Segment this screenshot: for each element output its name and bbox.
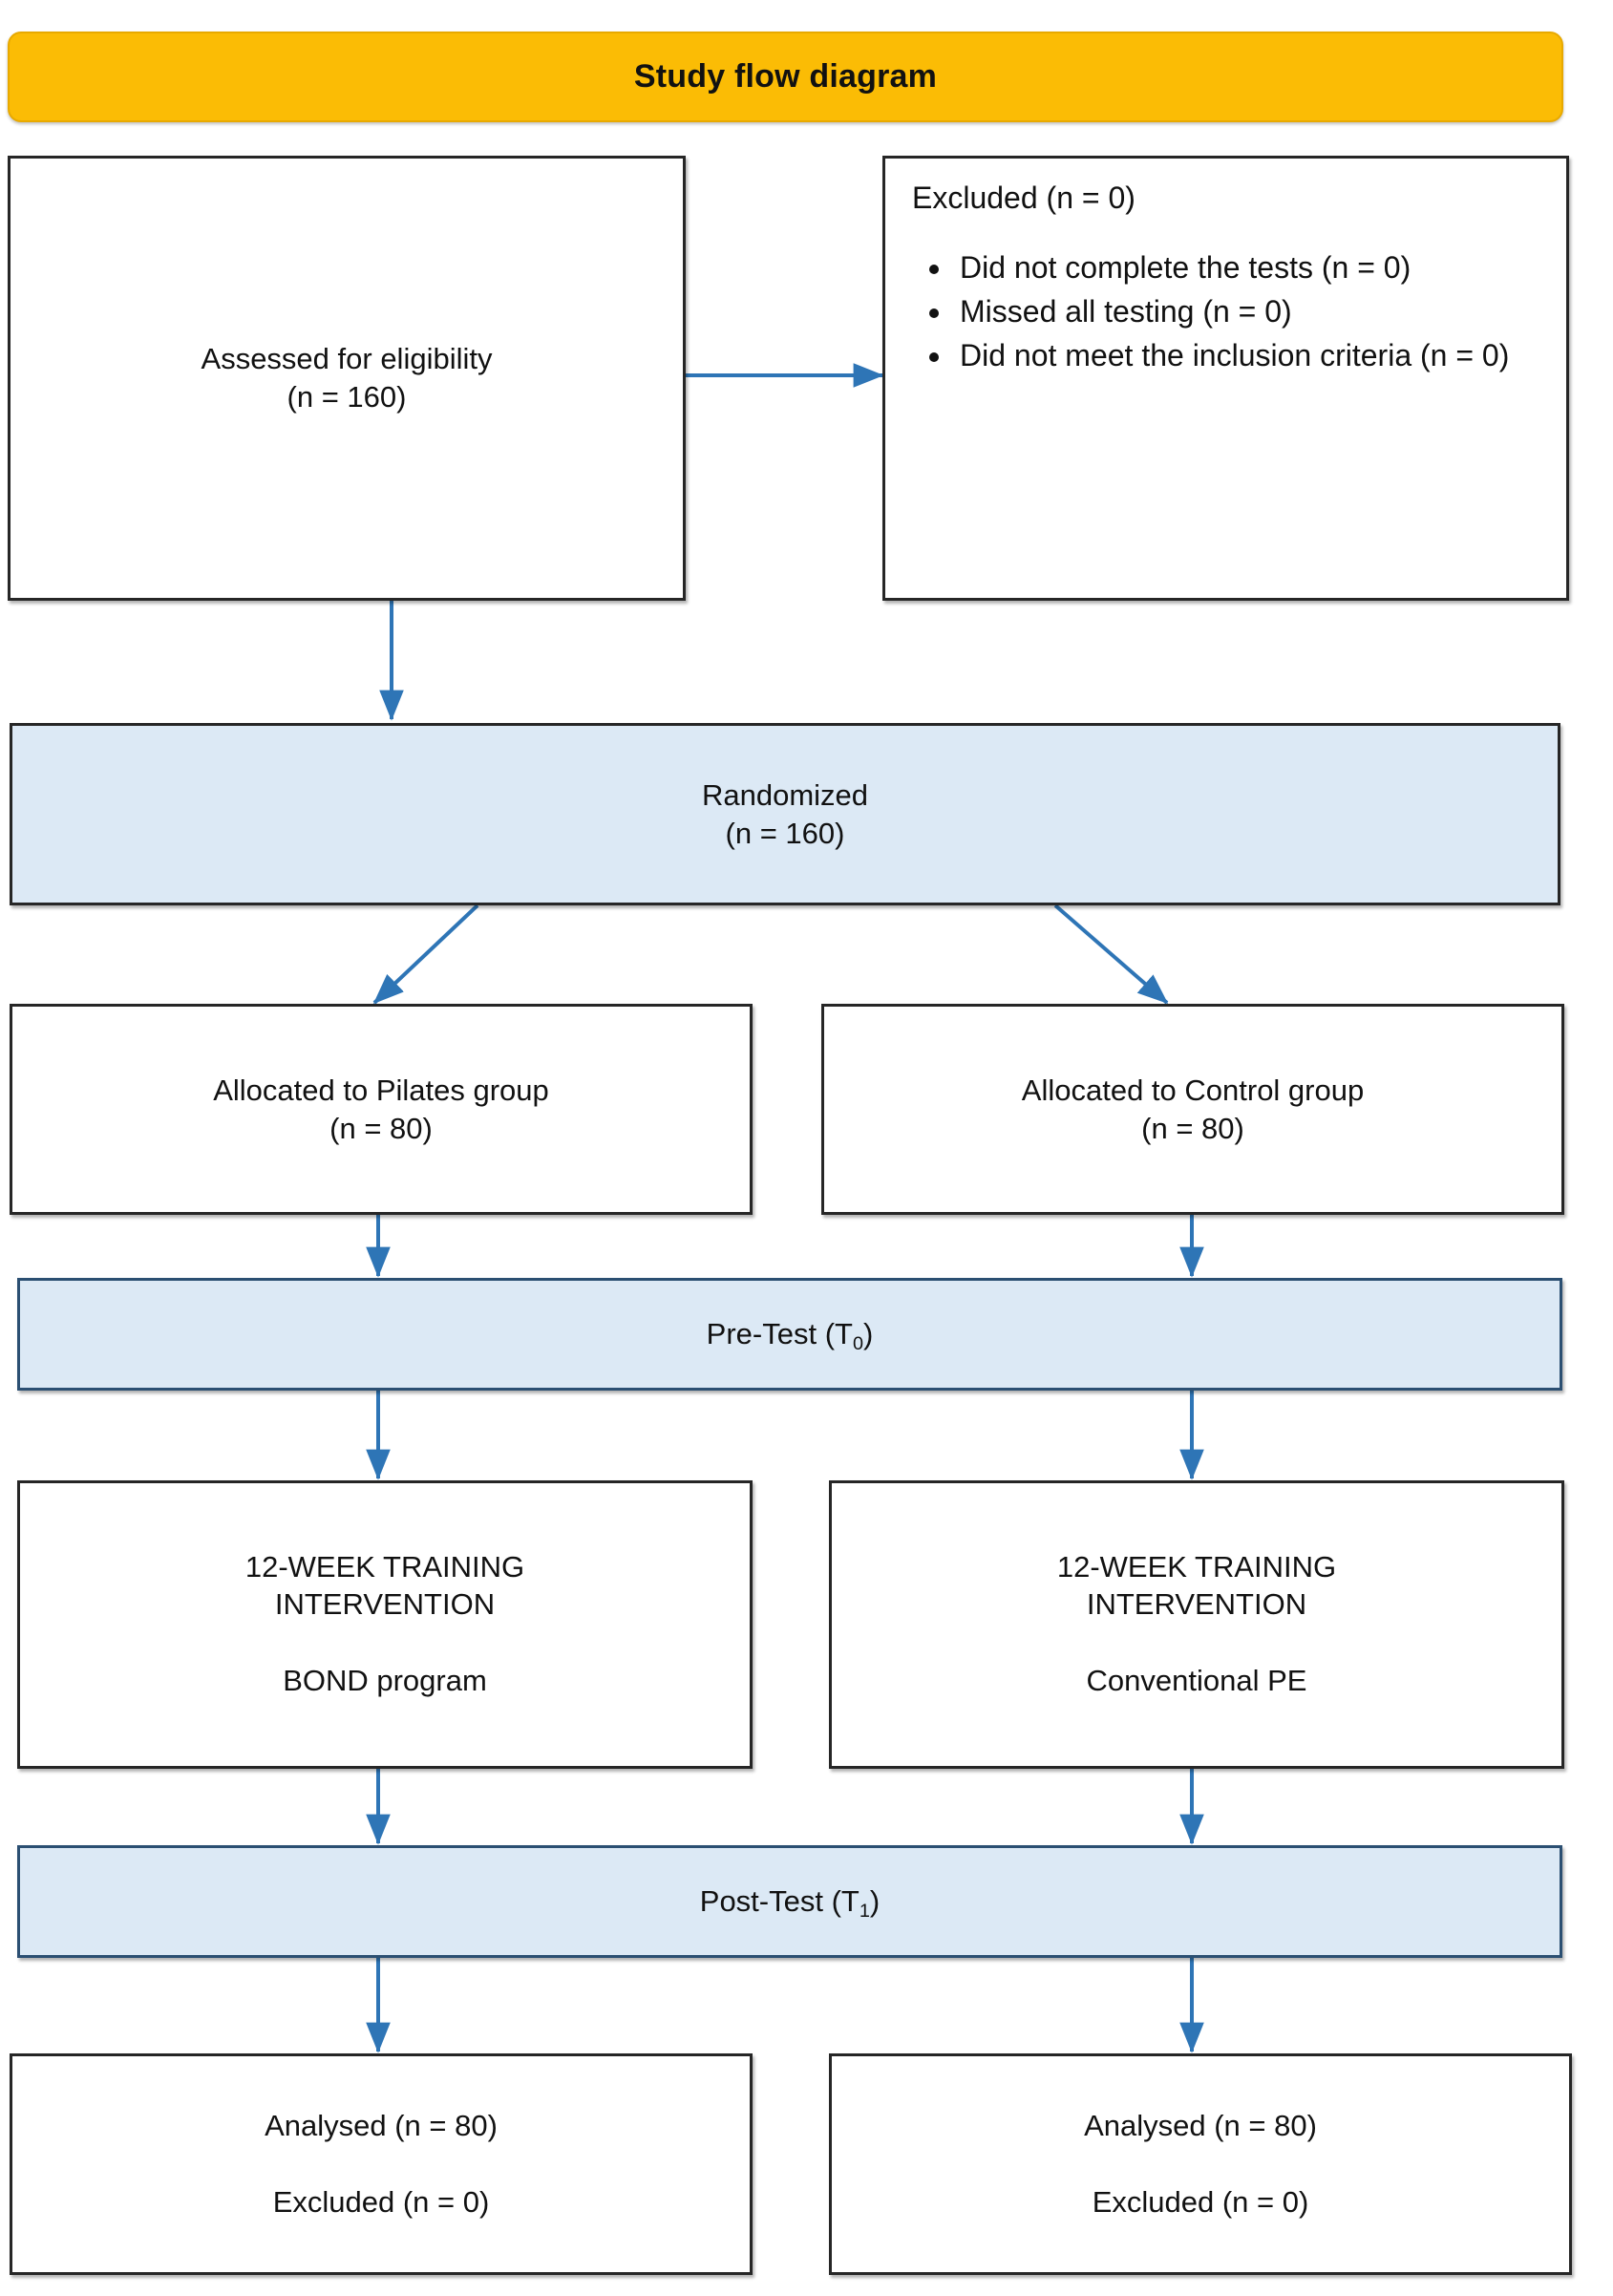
node-allocated-pilates: Allocated to Pilates group (n = 80)	[10, 1004, 753, 1215]
analysed-control-line-2: Excluded (n = 0)	[1092, 2185, 1309, 2219]
node-post-test: Post-Test (T1)	[17, 1845, 1562, 1958]
excluded-bullet-list: Did not complete the tests (n = 0) Misse…	[912, 248, 1509, 379]
alloc-pilates-line-1: Allocated to Pilates group	[213, 1073, 549, 1107]
intervention-pilates-line-1: 12-WEEK TRAINING	[244, 1550, 525, 1584]
post-test-close: )	[869, 1884, 881, 1919]
alloc-control-line-2: (n = 80)	[1141, 1111, 1244, 1145]
intervention-control-line-3: Conventional PE	[1086, 1663, 1307, 1697]
post-test-text: Post-Test (T	[699, 1884, 860, 1919]
eligibility-line-1: Assessed for eligibility	[201, 342, 493, 376]
pre-test-label: Pre-Test (T0)	[706, 1315, 874, 1355]
node-intervention-pilates: 12-WEEK TRAINING INTERVENTION BOND progr…	[17, 1480, 753, 1769]
intervention-pilates-line-3: BOND program	[283, 1663, 487, 1697]
node-pre-test: Pre-Test (T0)	[17, 1278, 1562, 1391]
node-analysed-pilates: Analysed (n = 80) Excluded (n = 0)	[10, 2053, 753, 2275]
randomized-line-1: Randomized	[701, 777, 869, 812]
post-test-label: Post-Test (T1)	[699, 1882, 881, 1923]
intervention-control-line-2: INTERVENTION	[1086, 1587, 1307, 1622]
randomized-line-2: (n = 160)	[725, 816, 845, 850]
node-randomized: Randomized (n = 160)	[10, 723, 1560, 905]
node-analysed-control: Analysed (n = 80) Excluded (n = 0)	[829, 2053, 1572, 2275]
intervention-control-line-1: 12-WEEK TRAINING	[1056, 1550, 1337, 1584]
excluded-heading: Excluded (n = 0)	[912, 181, 1135, 215]
analysed-pilates-line-2: Excluded (n = 0)	[272, 2185, 490, 2219]
arrow-randomized-to-pilates	[372, 904, 479, 1005]
alloc-control-line-1: Allocated to Control group	[1021, 1073, 1365, 1107]
node-excluded: Excluded (n = 0) Did not complete the te…	[882, 156, 1569, 601]
list-item: Did not complete the tests (n = 0)	[954, 248, 1509, 288]
page-title: Study flow diagram	[633, 58, 938, 95]
post-test-subscript: 1	[859, 1901, 870, 1923]
diagram-title-banner: Study flow diagram	[8, 32, 1563, 122]
analysed-control-line-1: Analysed (n = 80)	[1084, 2109, 1317, 2143]
node-assessed-for-eligibility: Assessed for eligibility (n = 160)	[8, 156, 686, 601]
pre-test-text: Pre-Test (T	[706, 1317, 853, 1351]
pre-test-subscript: 0	[852, 1333, 863, 1355]
analysed-pilates-line-1: Analysed (n = 80)	[265, 2109, 498, 2143]
pre-test-close: )	[863, 1317, 874, 1351]
list-item: Did not meet the inclusion criteria (n =…	[954, 336, 1509, 376]
list-item: Missed all testing (n = 0)	[954, 292, 1509, 332]
alloc-pilates-line-2: (n = 80)	[329, 1111, 433, 1145]
node-allocated-control: Allocated to Control group (n = 80)	[821, 1004, 1564, 1215]
node-intervention-control: 12-WEEK TRAINING INTERVENTION Convention…	[829, 1480, 1564, 1769]
arrow-randomized-to-control	[1053, 904, 1169, 1005]
intervention-pilates-line-2: INTERVENTION	[274, 1587, 496, 1622]
eligibility-line-2: (n = 160)	[287, 380, 407, 414]
